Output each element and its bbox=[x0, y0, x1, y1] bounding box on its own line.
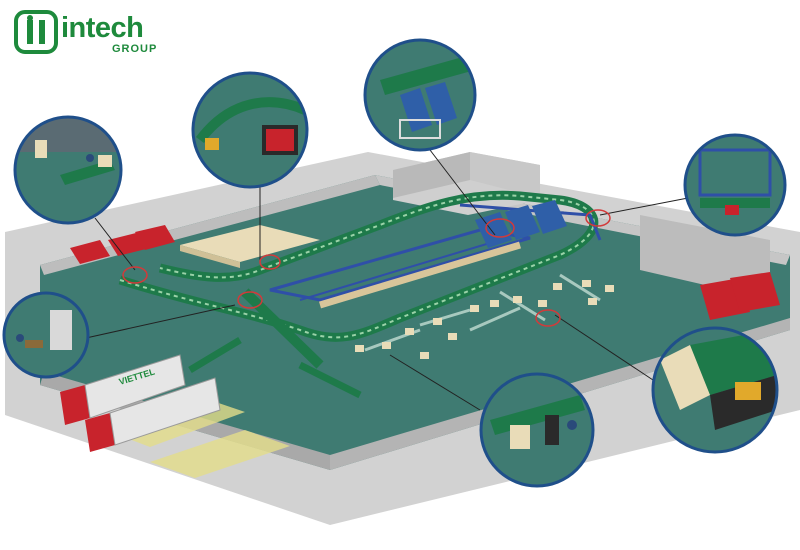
callout-roller-sorter-module bbox=[651, 326, 779, 454]
intech-group-logo: intech GROUP bbox=[14, 10, 164, 60]
callout-sorter-gantry bbox=[683, 133, 787, 237]
logo-mark-icon bbox=[14, 10, 58, 54]
callout-inbound-operator bbox=[2, 291, 90, 379]
red-vans-right bbox=[700, 272, 780, 320]
callout-sorter-chutes bbox=[363, 38, 477, 152]
callout-conveyor-control-panel bbox=[191, 71, 309, 189]
truck-front: VIETTEL bbox=[60, 354, 186, 425]
parcel-stack-area bbox=[180, 225, 320, 268]
floor-sorter-lanes bbox=[355, 273, 614, 359]
logo-group-text: GROUP bbox=[112, 43, 158, 55]
callout-loading-workstation bbox=[13, 115, 123, 225]
red-vans-left bbox=[70, 225, 175, 264]
callout-bag-scanning-station bbox=[479, 372, 595, 488]
sorter-frame bbox=[269, 200, 602, 309]
truck-back bbox=[85, 377, 221, 452]
callout-markers bbox=[122, 209, 611, 327]
logo-wordmark: intech bbox=[61, 12, 144, 44]
callout-connectors bbox=[85, 149, 689, 411]
